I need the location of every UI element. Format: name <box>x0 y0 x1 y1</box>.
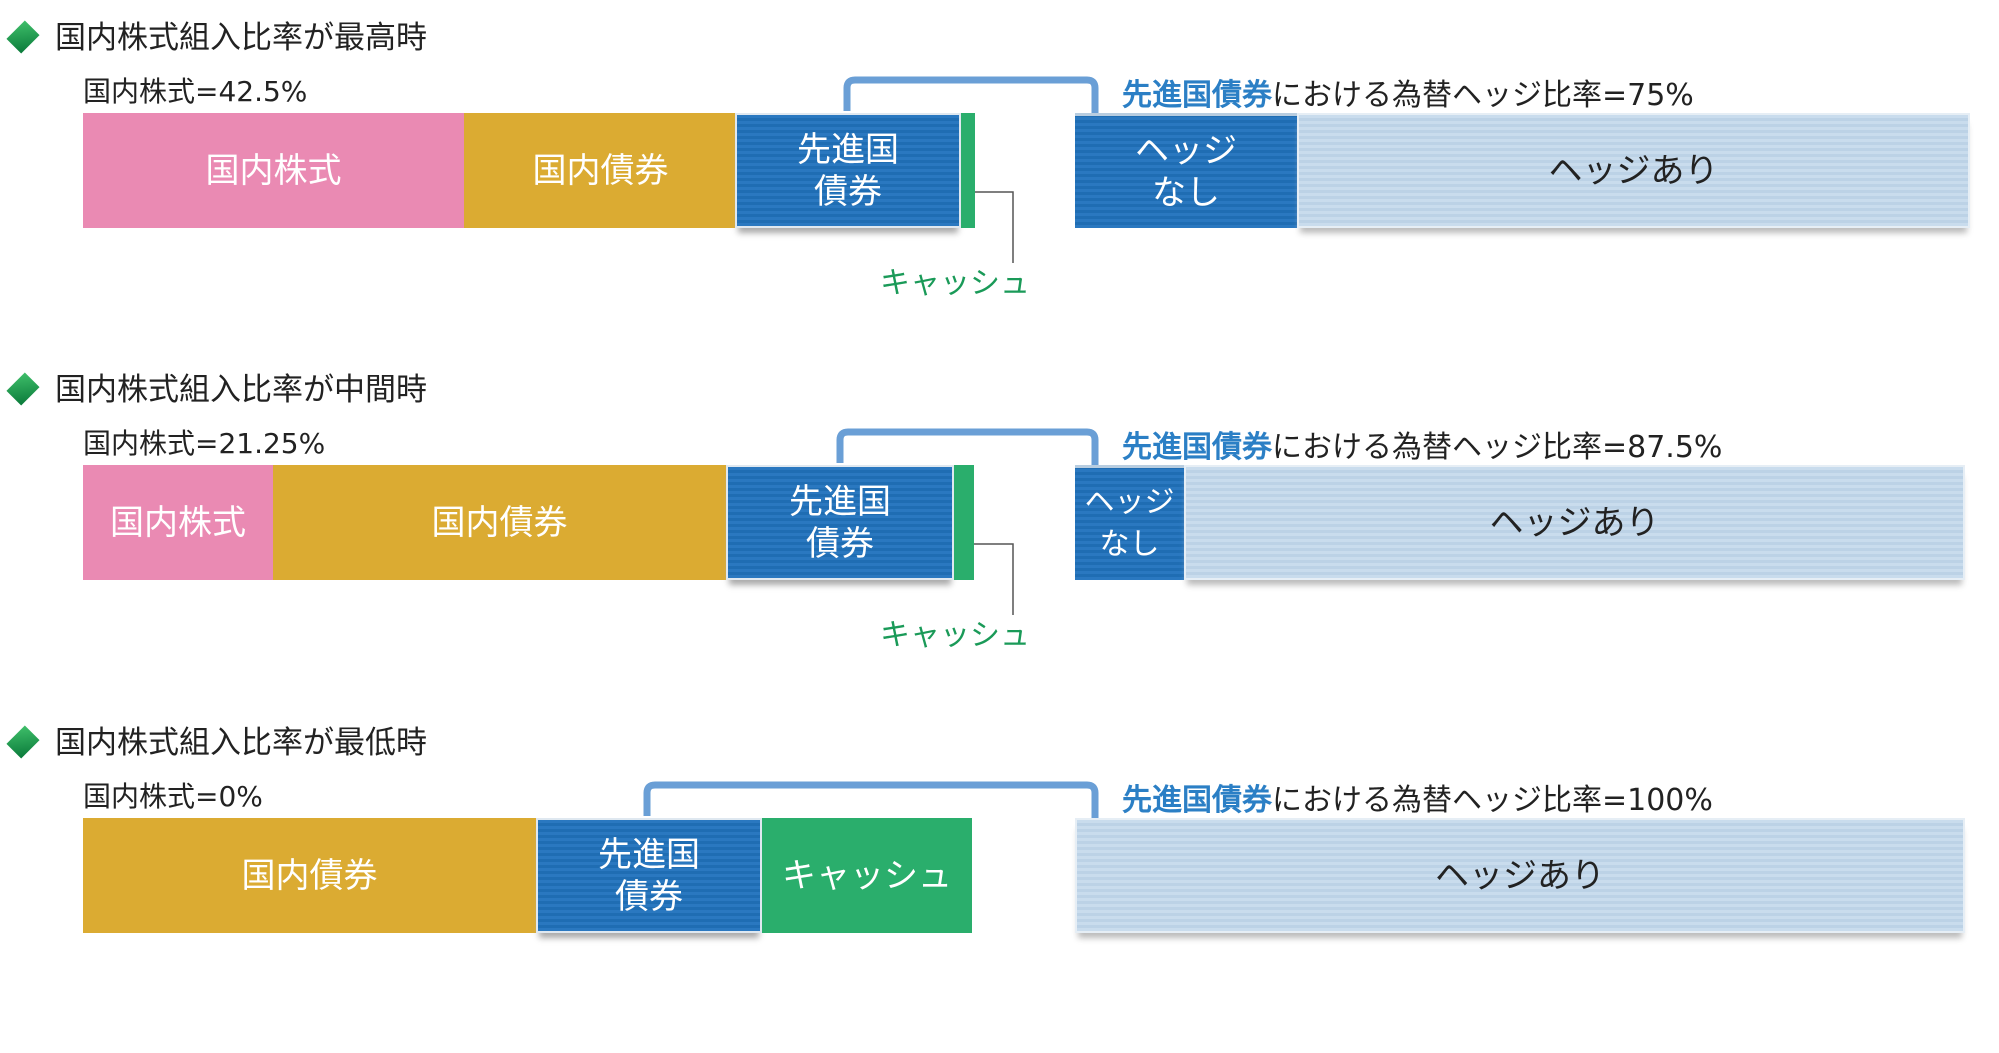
segment-hedged: ヘッジあり <box>1075 818 1965 933</box>
hedge-ratio-heading: 先進国債券における為替ヘッジ比率=87.5% <box>1122 422 1722 466</box>
segment-unhedged: ヘッジなし <box>1075 465 1184 580</box>
ratio-text: における為替ヘッジ比率=75% <box>1272 78 1694 113</box>
arrow-line <box>843 76 1099 118</box>
scenario-lowest: 国内株式組入比率が最低時 国内株式=0% 国内債券 先進国債券 キャッシュ 先進… <box>0 723 1999 1053</box>
segment-cash <box>954 465 974 580</box>
segment-hedged: ヘッジあり <box>1297 113 1970 228</box>
scenario-title: 国内株式組入比率が最低時 <box>55 725 427 761</box>
segment-hedged: ヘッジあり <box>1184 465 1965 580</box>
ratio-highlight: 先進国債券 <box>1122 78 1272 113</box>
segment-foreign-bond: 先進国債券 <box>536 818 762 933</box>
stock-ratio-label: 国内株式=21.25% <box>83 427 326 460</box>
cash-label: キャッシュ <box>880 618 1030 653</box>
segment-domestic-stock: 国内株式 <box>83 113 464 228</box>
scenario-highest: 国内株式組入比率が最高時 国内株式=42.5% 国内株式 国内債券 先進国債券 … <box>0 18 1999 348</box>
segment-cash: キャッシュ <box>762 818 972 933</box>
ratio-text: における為替ヘッジ比率=100% <box>1272 783 1713 818</box>
segment-foreign-bond: 先進国債券 <box>735 113 961 228</box>
scenario-title: 国内株式組入比率が中間時 <box>55 372 427 408</box>
arrow-line <box>836 428 1099 470</box>
ratio-text: における為替ヘッジ比率=87.5% <box>1272 430 1723 465</box>
segment-cash <box>961 113 975 228</box>
cash-leader-line <box>974 543 1014 615</box>
arrow-line <box>643 781 1099 823</box>
stock-ratio-label: 国内株式=0% <box>83 780 263 813</box>
segment-unhedged: ヘッジなし <box>1075 113 1297 228</box>
segment-foreign-bond: 先進国債券 <box>726 465 954 580</box>
segment-domestic-bond: 国内債券 <box>464 113 737 228</box>
segment-domestic-stock: 国内株式 <box>83 465 273 580</box>
stock-ratio-label: 国内株式=42.5% <box>83 75 308 108</box>
ratio-highlight: 先進国債券 <box>1122 783 1272 818</box>
cash-leader-line <box>975 191 1014 263</box>
scenario-title: 国内株式組入比率が最高時 <box>55 20 427 56</box>
cash-label: キャッシュ <box>880 266 1030 301</box>
ratio-highlight: 先進国債券 <box>1122 430 1272 465</box>
hedge-ratio-heading: 先進国債券における為替ヘッジ比率=100% <box>1122 775 1713 819</box>
scenario-middle: 国内株式組入比率が中間時 国内株式=21.25% 国内株式 国内債券 先進国債券… <box>0 370 1999 700</box>
hedge-ratio-heading: 先進国債券における為替ヘッジ比率=75% <box>1122 70 1694 114</box>
segment-domestic-bond: 国内債券 <box>83 818 536 933</box>
segment-domestic-bond: 国内債券 <box>273 465 726 580</box>
